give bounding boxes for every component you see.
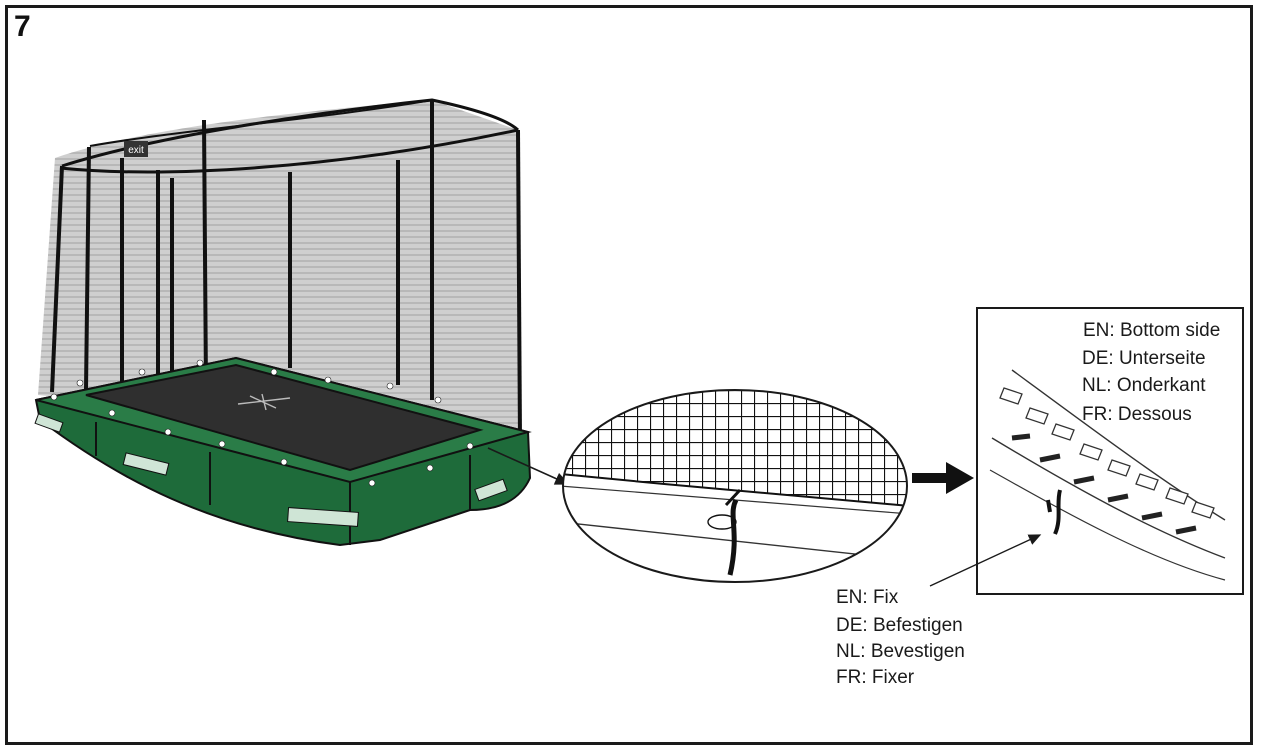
- label-bottom-side-en: EN: Bottom side: [1083, 320, 1221, 341]
- label-fix-fr: FR: Fixer: [836, 667, 915, 688]
- logo-text: exit: [128, 145, 144, 156]
- bottom-view-box: [976, 307, 1244, 595]
- label-bottom-side-de: DE: Unterseite: [1082, 348, 1206, 369]
- zoom-detail: [562, 389, 908, 583]
- label-bottom-side-nl: NL: Onderkant: [1082, 375, 1206, 396]
- label-fix-nl: NL: Bevestigen: [836, 641, 965, 662]
- label-fix-en: EN: Fix: [836, 587, 899, 608]
- jumping-mat: [85, 363, 484, 472]
- frame-markers: [50, 359, 474, 487]
- net-poles: [50, 100, 522, 441]
- step-number: 7: [14, 10, 31, 43]
- detail-pointer: [487, 447, 570, 485]
- label-bottom-side-fr: FR: Dessous: [1082, 404, 1192, 425]
- trampoline-drawing: exit: [34, 98, 532, 547]
- label-fix-de: DE: Befestigen: [836, 615, 963, 636]
- fix-pointer: [929, 534, 1042, 587]
- next-step-arrow: [912, 462, 974, 494]
